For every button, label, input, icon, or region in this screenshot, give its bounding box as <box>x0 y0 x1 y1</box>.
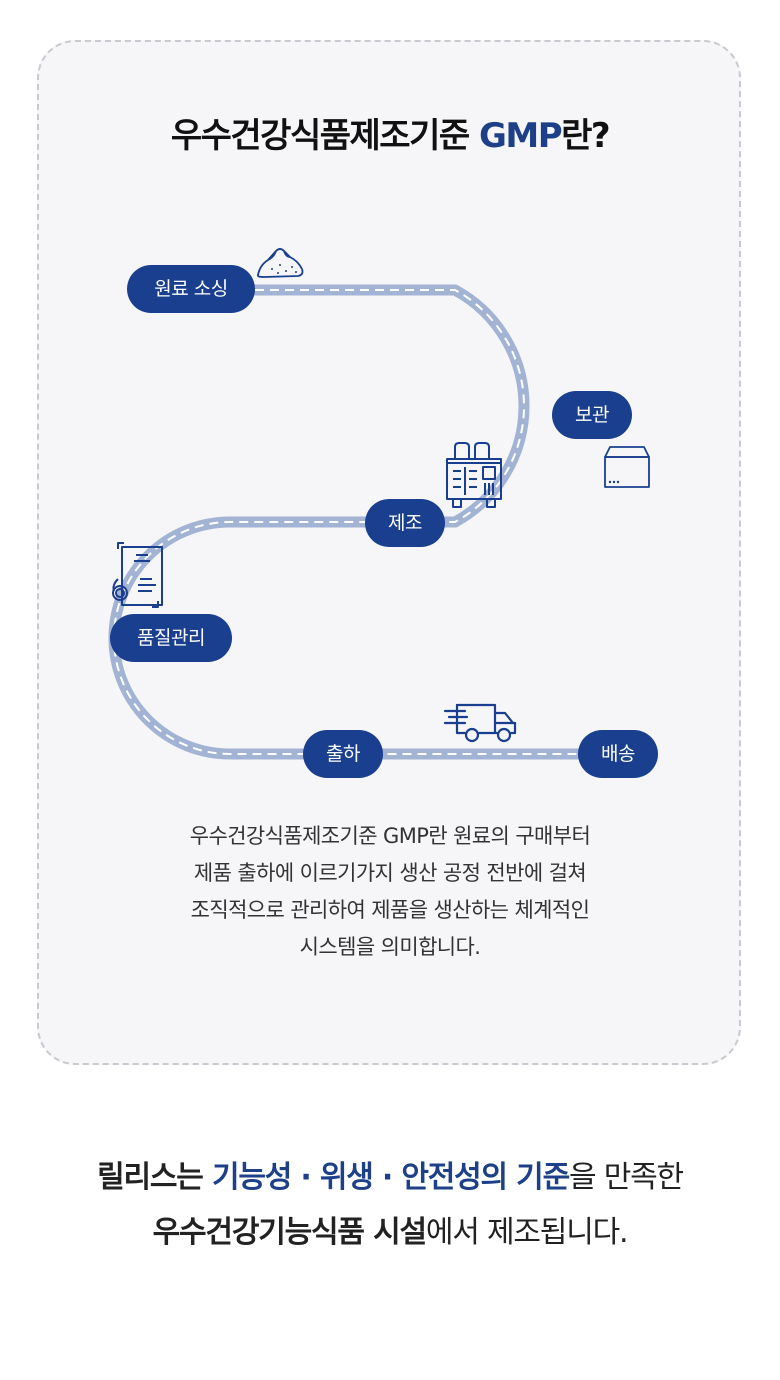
step-storage: 보관 <box>552 391 632 439</box>
card-title: 우수건강식품제조기준 GMP란? <box>0 108 780 157</box>
description-line: 시스템을 의미합니다. <box>299 935 481 959</box>
title-suffix: 란? <box>561 116 611 156</box>
storage-box-icon <box>604 446 650 488</box>
description-line: 조직적으로 관리하여 제품을 생산하는 체계적인 <box>190 898 590 922</box>
delivery-truck-icon <box>443 703 517 743</box>
powder-pile-icon <box>257 248 304 278</box>
road-base <box>108 284 600 760</box>
statement-line-2: 우수건강기능식품 시설에서 제조됩니다. <box>0 1205 780 1260</box>
statement-brand: 릴리스는 <box>97 1160 212 1195</box>
manufacturing-machine-icon <box>446 442 502 508</box>
statement-text: 을 만족한 <box>568 1160 684 1195</box>
step-quality-control: 품질관리 <box>110 614 232 662</box>
gmp-description: 우수건강식품제조기준 GMP란 원료의 구매부터 제품 출하에 이르기가지 생산… <box>0 818 780 966</box>
description-line: 우수건강식품제조기준 GMP란 원료의 구매부터 <box>189 824 591 848</box>
statement-text: 에서 제조됩니다. <box>425 1215 629 1250</box>
statement-facility: 우수건강기능식품 시설 <box>152 1215 427 1250</box>
road-dashes <box>113 289 600 755</box>
description-line: 제품 출하에 이르기가지 생산 공정 전반에 걸쳐 <box>193 861 587 885</box>
manufacturing-statement: 릴리스는 기능성 · 위생 · 안전성의 기준을 만족한 우수건강기능식품 시설… <box>0 1150 780 1260</box>
statement-standards: 기능성 · 위생 · 안전성의 기준 <box>211 1160 570 1195</box>
title-accent: GMP <box>478 116 563 156</box>
certificate-document-icon <box>112 542 163 608</box>
step-shipment: 출하 <box>303 730 383 778</box>
title-text: 우수건강식품제조기준 <box>170 116 479 156</box>
step-manufacturing: 제조 <box>365 499 445 547</box>
step-delivery: 배송 <box>578 730 658 778</box>
step-raw-material-sourcing: 원료 소싱 <box>127 265 255 313</box>
statement-line-1: 릴리스는 기능성 · 위생 · 안전성의 기준을 만족한 <box>0 1150 780 1205</box>
